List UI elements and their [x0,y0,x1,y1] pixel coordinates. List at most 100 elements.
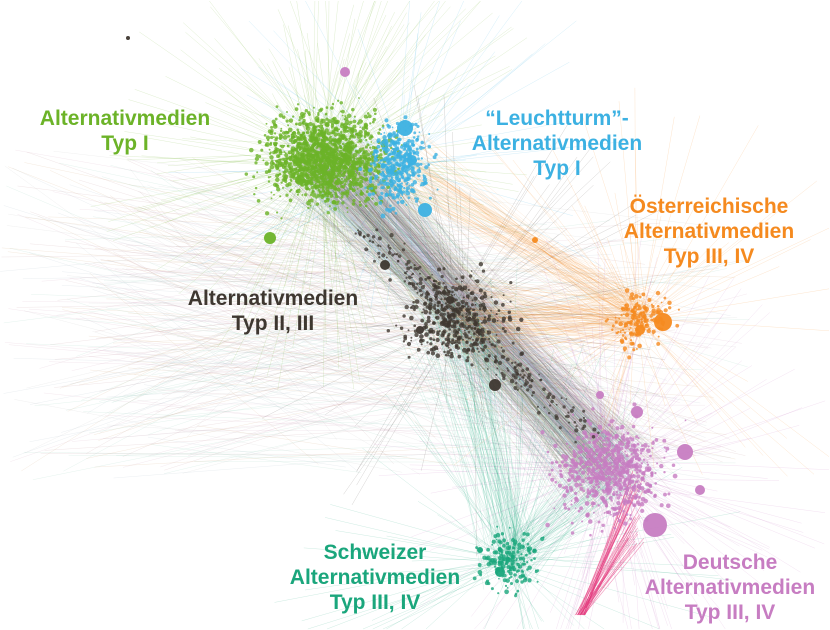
network-node [526,560,529,564]
network-node [591,407,595,411]
network-node [384,193,389,198]
network-node [286,144,290,148]
network-node [269,141,273,145]
network-node [502,543,506,548]
network-edge [69,184,667,381]
network-edge [103,280,685,284]
network-node [404,147,407,151]
network-node [575,476,581,481]
network-edge [420,277,640,326]
network-node [470,363,474,367]
network-node [397,167,400,171]
network-node [308,158,311,160]
network-node [397,141,401,145]
network-edge [549,476,610,613]
network-node [279,129,283,133]
network-edge [458,312,517,503]
network-edge [190,342,671,454]
network-edge [347,186,597,457]
network-node [364,186,367,189]
network-node [464,301,469,306]
network-edge [209,0,326,156]
network-edge [612,403,712,470]
network-edge [634,147,640,319]
network-node [508,566,514,572]
network-node [472,339,474,341]
network-edge [1,247,627,297]
network-node [288,166,292,170]
network-node [299,165,303,170]
network-node [419,162,423,166]
network-node [309,130,313,134]
network-node [269,151,272,154]
network-node [419,339,423,344]
network-node [486,317,491,322]
network-node [366,152,370,157]
network-node [610,499,613,502]
network-node [304,193,308,197]
network-edge [128,312,456,335]
network-edge [76,242,359,473]
network-node [462,338,464,341]
network-edge [640,316,746,448]
network-edge [362,567,510,630]
network-node [630,319,634,323]
network-node [465,358,470,363]
network-node [652,332,654,335]
network-node [392,131,396,135]
network-node [443,350,446,354]
network-edge [394,396,512,561]
network-node [616,501,621,506]
network-edge [50,276,623,345]
network-node [256,171,259,174]
network-edge [408,155,491,185]
network-edge [630,329,689,386]
network-node [637,437,640,440]
network-node [603,511,606,514]
network-edge [517,469,614,472]
network-node [592,485,596,489]
network-node [319,190,322,194]
network-node [522,532,527,536]
network-node [506,555,509,557]
network-node [414,150,420,156]
network-node [340,147,343,150]
network-node [504,563,507,566]
network-edge [94,210,721,291]
network-edge [26,343,703,371]
network-edge [188,283,494,309]
network-node [624,303,630,308]
network-edge [92,331,519,475]
network-node [329,135,332,139]
network-edge [139,191,394,465]
network-node [296,193,299,196]
network-node [470,326,474,330]
network-node [496,525,499,528]
network-edge [17,185,645,265]
network-edge [79,209,394,223]
network-node [285,193,289,197]
network-node [417,154,420,157]
network-node [336,146,339,150]
network-node [460,275,465,280]
network-edge [230,166,332,365]
network-node [391,196,395,200]
network-edge [607,465,709,622]
network-node [388,192,393,197]
network-edge [187,260,737,452]
network-node [317,111,320,115]
network-node [269,155,274,160]
network-node [333,165,338,171]
network-edge [503,500,550,562]
network-edge [513,396,524,557]
network-edge [473,314,477,557]
network-edge [163,313,701,404]
network-edge [65,224,547,241]
network-node [324,122,330,128]
network-node [314,116,320,121]
network-node [482,319,488,324]
network-node [351,179,354,182]
network-node [637,315,641,319]
network-edge [327,176,607,474]
network-edge [12,167,323,314]
